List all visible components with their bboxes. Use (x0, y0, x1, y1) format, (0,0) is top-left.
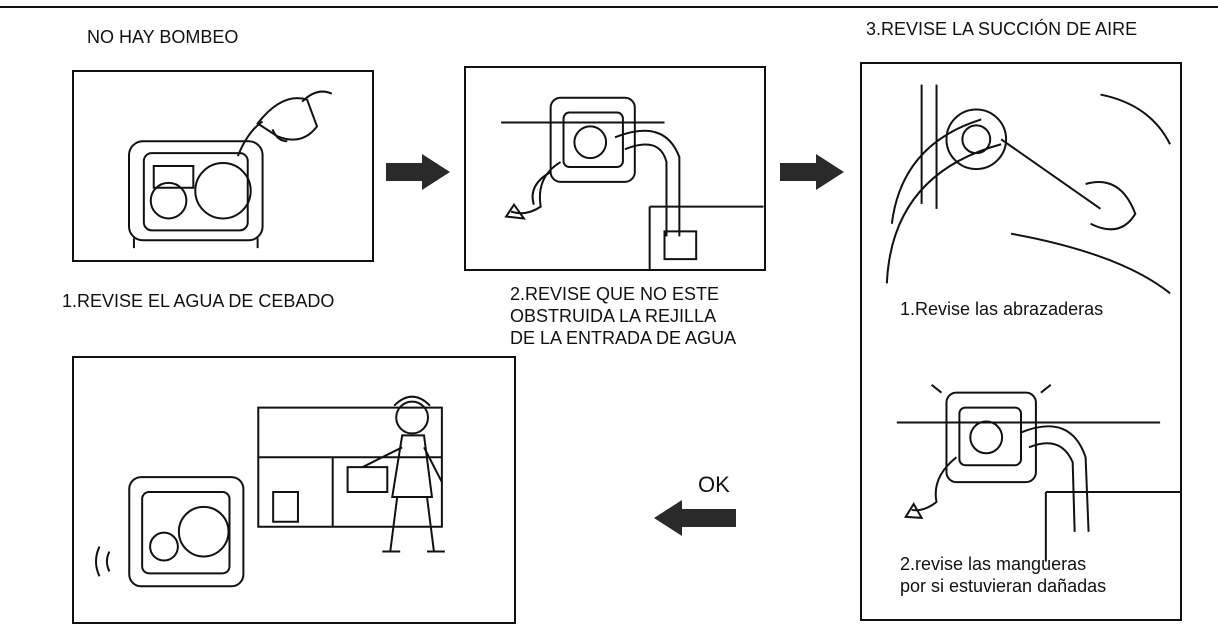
step-2-label: 2.REVISE QUE NO ESTE OBSTRUIDA LA REJILL… (510, 284, 737, 348)
right-arrow-icon (780, 154, 844, 190)
top-rule (0, 6, 1218, 8)
right-arrow-icon (386, 154, 450, 190)
pump-refill-illustration (74, 72, 372, 260)
intake-strainer-panel (464, 66, 766, 271)
step-1-label: 1.REVISE EL AGUA DE CEBADO (62, 291, 335, 311)
pump-working-panel (72, 356, 516, 624)
left-arrow-icon (654, 500, 736, 536)
pump-strainer-illustration (466, 68, 764, 269)
hoses-label: 2.revise las mangueras por si estuvieran… (900, 554, 1107, 596)
air-suction-title: 3.REVISE LA SUCCIÓN DE AIRE (866, 19, 1138, 39)
air-suction-panel: 1.Revise las abrazaderas 2.revise las ma… (860, 62, 1182, 621)
clamps-label: 1.Revise las abrazaderas (900, 299, 1104, 319)
mechanic-illustration (74, 358, 514, 622)
ok-label: OK (698, 472, 730, 497)
air-suction-illustrations (862, 64, 1180, 619)
priming-water-panel (72, 70, 374, 262)
no-pumping-title: NO HAY BOMBEO (87, 27, 239, 47)
